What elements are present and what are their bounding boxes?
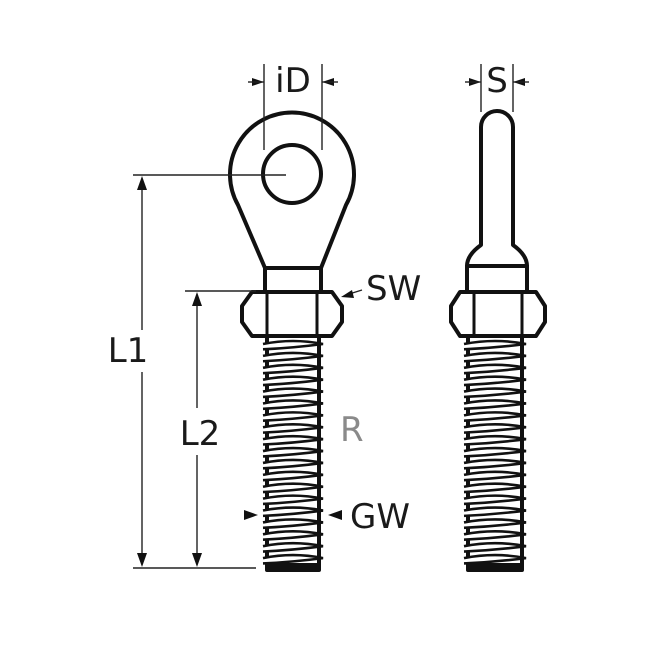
thread-turn [463, 339, 527, 351]
thread-turn [463, 434, 527, 446]
thread-turn [463, 482, 527, 494]
label-s: S [486, 61, 508, 101]
thread-side [463, 334, 527, 572]
thread-turn [262, 506, 324, 518]
thread-turn [463, 506, 527, 518]
dimension-id: iD [248, 61, 338, 150]
dimension-l1: L1 [108, 174, 286, 569]
thread-turn [463, 494, 527, 506]
label-l2: L2 [180, 414, 221, 454]
thread-turn [262, 399, 324, 411]
label-sw: SW [366, 269, 421, 309]
thread-turn [262, 434, 324, 446]
label-l1: L1 [108, 331, 149, 371]
thread-turn [262, 518, 324, 530]
label-r: R [340, 410, 364, 450]
thread-front [262, 334, 324, 572]
thread-turn [463, 351, 527, 363]
thread-turn [463, 375, 527, 387]
thread-turn [262, 339, 324, 351]
dimension-gw: GW [244, 497, 410, 537]
dimension-s: S [465, 61, 529, 112]
thread-turn [262, 375, 324, 387]
thread-turn [262, 411, 324, 423]
thread-turn [262, 446, 324, 458]
thread-turn [262, 458, 324, 470]
thread-turn [463, 422, 527, 434]
label-gw: GW [350, 497, 410, 537]
thread-turn [262, 351, 324, 363]
label-id: iD [275, 61, 311, 101]
thread-end [467, 563, 523, 570]
thread-turn [463, 530, 527, 541]
thread-turn [262, 553, 324, 565]
thread-turn [262, 530, 324, 541]
thread-turn [463, 458, 527, 470]
thread-turn [463, 541, 527, 553]
thread-turn [262, 422, 324, 434]
thread-turn [463, 470, 527, 482]
thread-turn [262, 470, 324, 482]
thread-turn [463, 446, 527, 458]
neck [263, 266, 323, 294]
thread-turn [262, 363, 324, 375]
pin-side [465, 109, 529, 268]
hex-nut-side [449, 290, 547, 338]
thread-turn [463, 518, 527, 530]
front-view [228, 110, 356, 572]
side-view [449, 109, 547, 572]
thread-turn [463, 387, 527, 399]
hex-nut-front [240, 290, 344, 338]
thread-turn [262, 387, 324, 399]
dimension-sw: SW [341, 269, 421, 309]
neck-side [465, 264, 529, 294]
thread-turn [262, 482, 324, 494]
thread-turn [463, 363, 527, 375]
thread-turn [463, 553, 527, 565]
thread-turn [262, 494, 324, 506]
thread-turn [262, 541, 324, 553]
eye-hole [261, 143, 323, 205]
thread-end [266, 563, 320, 570]
thread-turn [463, 411, 527, 423]
thread-turn [463, 399, 527, 411]
dimension-l2: L2 [180, 290, 256, 567]
